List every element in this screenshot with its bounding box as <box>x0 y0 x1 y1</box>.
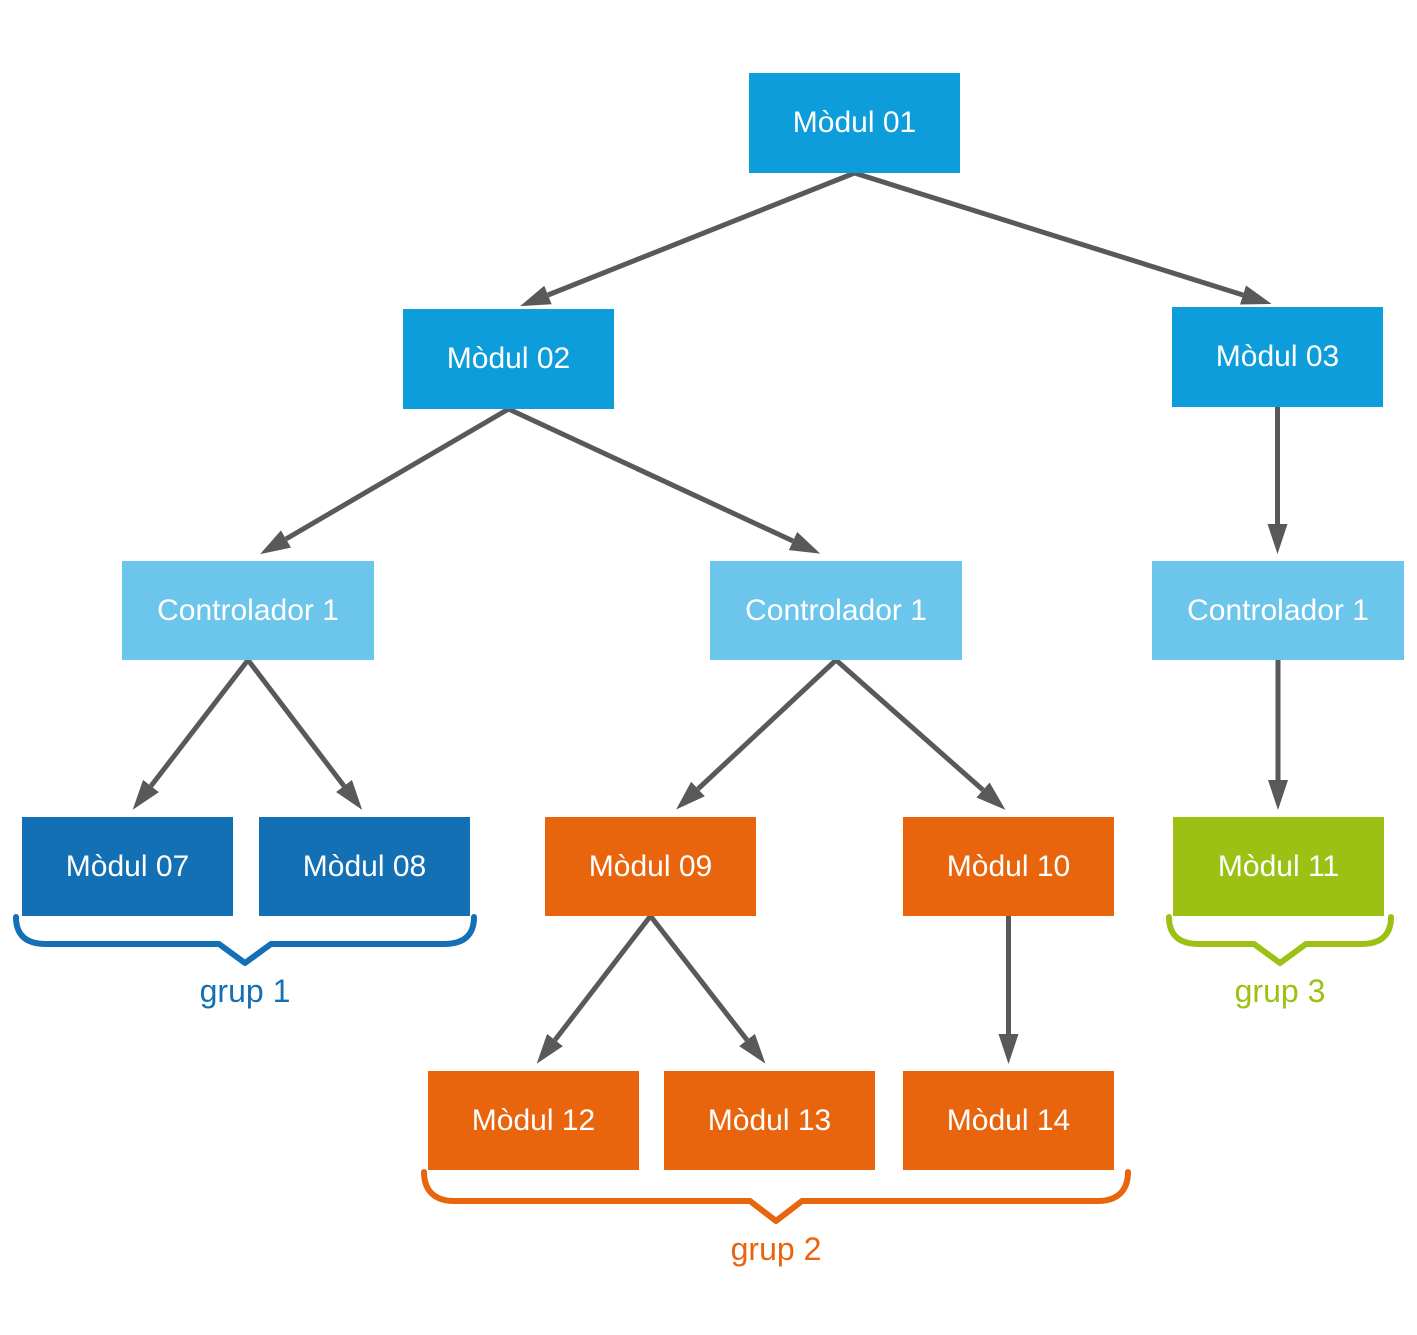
group-label-grup-3: grup 3 <box>1234 973 1326 1009</box>
group-label-grup-1: grup 1 <box>199 973 291 1009</box>
brace-grup-3 <box>1166 914 1394 966</box>
node-modul-13: Mòdul 13 <box>664 1071 875 1170</box>
edge-controladorA-modul07 <box>132 658 250 810</box>
edge-controladorB-modul09 <box>676 658 838 810</box>
edge-modul02-controladorA <box>260 406 510 555</box>
node-modul-10: Mòdul 10 <box>903 817 1114 916</box>
node-controlador-b: Controlador 1 <box>710 561 962 660</box>
edge-modul09-modul12 <box>536 914 653 1064</box>
group-label-grup-2: grup 2 <box>730 1231 822 1267</box>
edge-controladorB-modul10 <box>834 658 1006 810</box>
node-modul-03: Mòdul 03 <box>1172 307 1383 407</box>
node-controlador-c: Controlador 1 <box>1152 561 1404 660</box>
edge-modul09-modul13 <box>648 914 766 1064</box>
node-modul-02: Mòdul 02 <box>403 309 614 409</box>
node-modul-12: Mòdul 12 <box>428 1071 639 1170</box>
edge-modul02-controladorB <box>507 406 821 554</box>
node-modul-09: Mòdul 09 <box>545 817 756 916</box>
brace-grup-2 <box>421 1169 1131 1224</box>
edge-modul01-modul03 <box>853 170 1272 305</box>
edge-controladorA-modul08 <box>246 658 363 810</box>
node-modul-07: Mòdul 07 <box>22 817 233 916</box>
edge-modul01-modul02 <box>520 170 856 307</box>
node-modul-01: Mòdul 01 <box>749 73 960 173</box>
node-modul-08: Mòdul 08 <box>259 817 470 916</box>
node-modul-14: Mòdul 14 <box>903 1071 1114 1170</box>
node-modul-11: Mòdul 11 <box>1173 817 1384 916</box>
node-controlador-a: Controlador 1 <box>122 561 374 660</box>
brace-grup-1 <box>13 914 477 966</box>
